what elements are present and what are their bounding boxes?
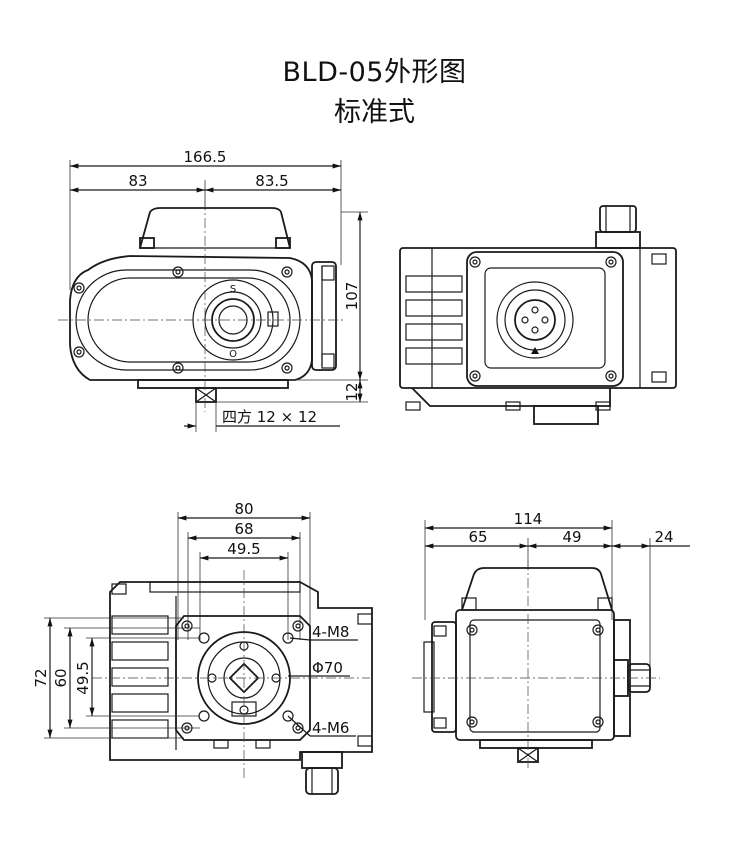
dim-166-5: 166.5 <box>184 148 227 166</box>
dim-83: 83 <box>128 172 147 190</box>
label-phi-70: Φ70 <box>312 659 343 677</box>
dim-80: 80 <box>234 500 253 518</box>
dim-60: 60 <box>52 668 70 687</box>
dim-68: 68 <box>234 520 253 538</box>
dim-square-drive: 四方 12 × 12 <box>222 408 317 426</box>
dim-12-height: 12 <box>343 382 361 401</box>
dim-72: 72 <box>32 668 50 687</box>
drawing-title: BLD-05外形图 <box>282 57 467 88</box>
bottom-view: 80 68 49.5 <box>32 500 373 795</box>
dim-107: 107 <box>343 282 361 311</box>
dim-49-5-horizontal: 49.5 <box>227 540 260 558</box>
drawing-subtitle: 标准式 <box>334 97 415 128</box>
dial-mark-o: O <box>229 349 237 360</box>
dim-49: 49 <box>562 528 581 546</box>
label-4-m8: 4-M8 <box>312 623 349 641</box>
label-4-m6: 4-M6 <box>312 719 349 737</box>
front-view: 166.5 83 83.5 <box>58 148 368 432</box>
dim-114: 114 <box>514 510 543 528</box>
dim-65: 65 <box>468 528 487 546</box>
dim-24: 24 <box>654 528 673 546</box>
side-view-top-right <box>399 205 677 425</box>
dim-49-5-vertical: 49.5 <box>74 661 92 694</box>
dim-83-5: 83.5 <box>255 172 288 190</box>
side-view-bottom-right: 114 65 49 24 <box>412 510 690 770</box>
dial-mark-s: S <box>230 284 236 295</box>
